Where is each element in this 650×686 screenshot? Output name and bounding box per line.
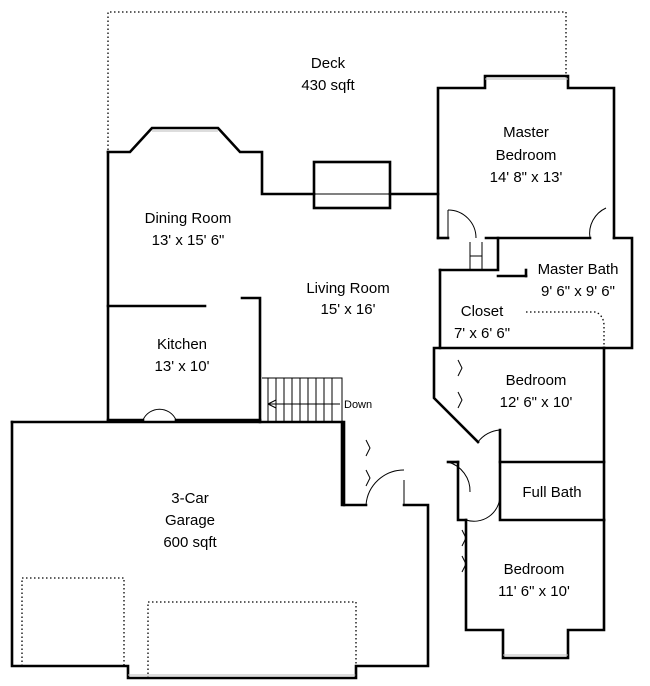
bedroom-2-size: 12' 6" x 10' — [500, 394, 573, 411]
stairs-down-label: Down — [344, 399, 372, 411]
garage-name1: 3-Car — [171, 490, 209, 507]
door-swings — [142, 207, 607, 573]
dining-room-name: Dining Room — [145, 210, 232, 227]
master-bath-size: 9' 6" x 9' 6" — [541, 283, 615, 300]
windows — [128, 78, 568, 676]
master-bedroom-size: 14' 8" x 13' — [490, 169, 563, 186]
dining-room-size: 13' x 15' 6" — [152, 232, 225, 249]
exterior-walls — [10, 74, 634, 680]
living-room-name: Living Room — [306, 280, 389, 297]
sliding-door — [312, 160, 392, 210]
closet-size: 7' x 6' 6" — [454, 325, 510, 342]
kitchen-size: 13' x 10' — [155, 358, 210, 375]
living-room-size: 15' x 16' — [321, 301, 376, 318]
garage-size: 600 sqft — [163, 534, 217, 551]
bedroom-2-name: Bedroom — [506, 372, 567, 389]
master-bedroom-name1: Master — [503, 124, 549, 141]
deck-outline — [107, 11, 567, 150]
deck-size: 430 sqft — [301, 77, 355, 94]
interior-walls — [106, 236, 606, 522]
full-bath-name: Full Bath — [522, 484, 581, 501]
closet-name: Closet — [461, 303, 504, 320]
garage-name2: Garage — [165, 512, 215, 529]
stairs — [262, 377, 343, 422]
garage-doors — [21, 577, 357, 678]
deck-name: Deck — [311, 55, 346, 72]
bedroom-3-size: 11' 6" x 10' — [498, 583, 570, 600]
kitchen-name: Kitchen — [157, 336, 207, 353]
closet-rod — [526, 311, 605, 348]
master-bath-name: Master Bath — [538, 261, 619, 278]
master-bedroom-name2: Bedroom — [496, 147, 557, 164]
bedroom-3-name: Bedroom — [504, 561, 565, 578]
